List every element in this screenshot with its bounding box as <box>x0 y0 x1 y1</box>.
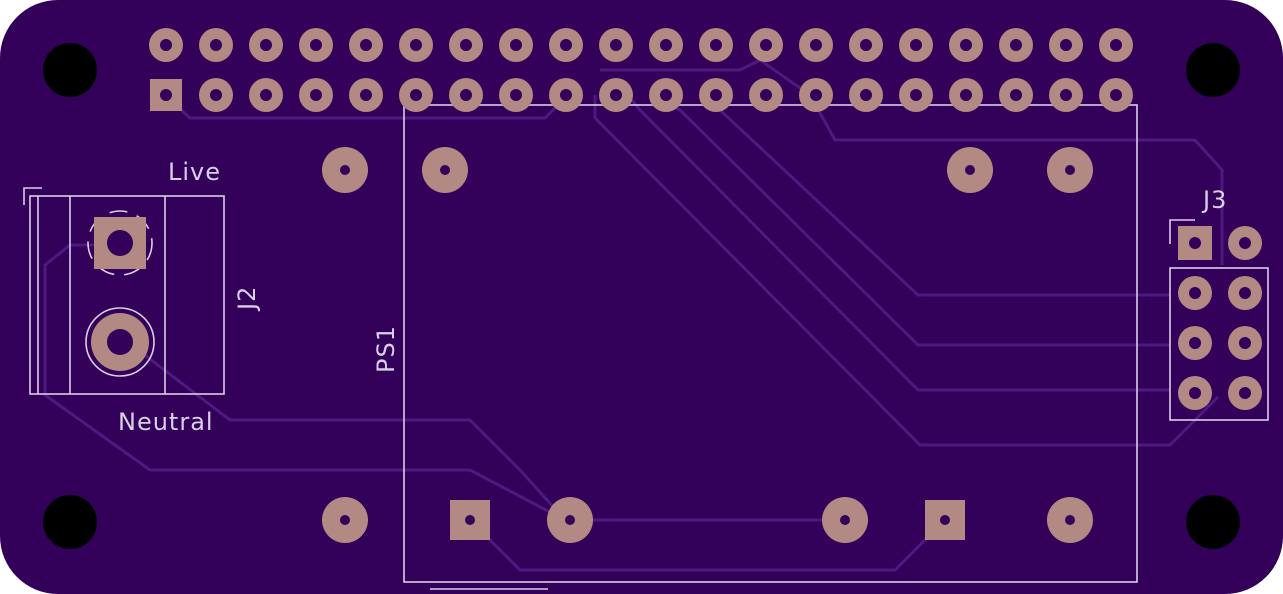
j2-pin-ring <box>87 210 153 276</box>
j3-pad-drill <box>1239 387 1251 399</box>
j3-pad-drill <box>1239 337 1251 349</box>
j3-pad-drill <box>1189 287 1201 299</box>
ps1-pad-square-drill <box>465 515 475 525</box>
header-pad-drill <box>460 39 472 51</box>
header-pad-drill <box>560 89 572 101</box>
ps1-pad-drill <box>1065 165 1075 175</box>
ps1-pad-drill <box>440 165 450 175</box>
j3-outline <box>1169 267 1269 421</box>
ps1-pad-drill <box>840 515 850 525</box>
header-pad-square-drill <box>160 89 172 101</box>
header-pad-drill <box>760 89 772 101</box>
header-pad-drill <box>660 39 672 51</box>
header-pad-drill <box>160 39 172 51</box>
header-pad-drill <box>410 89 422 101</box>
header-pad-drill <box>410 39 422 51</box>
header-pad-drill <box>610 89 622 101</box>
header-pad-drill <box>860 39 872 51</box>
j2-corner-mark <box>23 187 42 205</box>
header-pad-drill <box>960 89 972 101</box>
j3-pad-square-drill <box>1189 237 1201 249</box>
trace <box>593 95 1220 447</box>
ps1-pad-square-drill <box>940 515 950 525</box>
header-pad-drill <box>960 39 972 51</box>
j2-pad-drill <box>107 329 133 355</box>
header-pad-drill <box>360 89 372 101</box>
j2-pad-square-drill <box>107 230 133 256</box>
label-j3: J3 <box>1201 186 1227 214</box>
header-pad-drill <box>1010 89 1022 101</box>
mounting-hole <box>43 43 97 97</box>
header-pad-drill <box>310 89 322 101</box>
mounting-hole <box>43 495 97 549</box>
mounting-hole <box>1186 495 1240 549</box>
header-pad-drill <box>760 39 772 51</box>
header-pad-drill <box>860 89 872 101</box>
header-pad-drill <box>1060 89 1072 101</box>
header-pad-drill <box>660 89 672 101</box>
trace <box>468 518 947 572</box>
label-live: Live <box>168 158 221 186</box>
j2-outline <box>29 195 225 395</box>
j3-pad-drill <box>1239 287 1251 299</box>
header-pad-drill <box>710 89 722 101</box>
header-pad-drill <box>910 89 922 101</box>
j3-pad-drill <box>1189 387 1201 399</box>
trace <box>600 58 1224 265</box>
mounting-holes <box>43 43 1240 549</box>
label-neutral: Neutral <box>118 408 214 436</box>
header-pad-drill <box>260 89 272 101</box>
header-pad-drill <box>260 39 272 51</box>
header-pad-drill <box>310 39 322 51</box>
header-pad-drill <box>910 39 922 51</box>
j3-pad-drill <box>1239 237 1251 249</box>
header-pad-drill <box>210 89 222 101</box>
mounting-hole <box>1186 43 1240 97</box>
header-pad-drill <box>1110 39 1122 51</box>
header-pad-drill <box>710 39 722 51</box>
pads-layer <box>91 28 1262 543</box>
j3-corner-mark <box>1169 219 1195 244</box>
header-pad-drill <box>810 39 822 51</box>
label-ps1: PS1 <box>372 325 400 373</box>
header-pad-drill <box>1010 39 1022 51</box>
j3-pad-drill <box>1189 337 1201 349</box>
header-pad-drill <box>610 39 622 51</box>
header-pad-drill <box>810 89 822 101</box>
ps1-pad-drill <box>340 515 350 525</box>
ps1-pad-drill <box>965 165 975 175</box>
header-pad-drill <box>510 89 522 101</box>
label-j2: J2 <box>233 286 261 312</box>
header-pad-drill <box>210 39 222 51</box>
j2-pin-ring <box>85 307 155 377</box>
header-pad-drill <box>510 39 522 51</box>
header-pad-drill <box>560 39 572 51</box>
ps1-pad-drill <box>1065 515 1075 525</box>
header-pad-drill <box>1060 39 1072 51</box>
ps1-pad-drill <box>565 515 575 525</box>
header-pad-drill <box>1110 89 1122 101</box>
ps1-pad-drill <box>340 165 350 175</box>
header-pad-drill <box>360 39 372 51</box>
header-pad-drill <box>460 89 472 101</box>
